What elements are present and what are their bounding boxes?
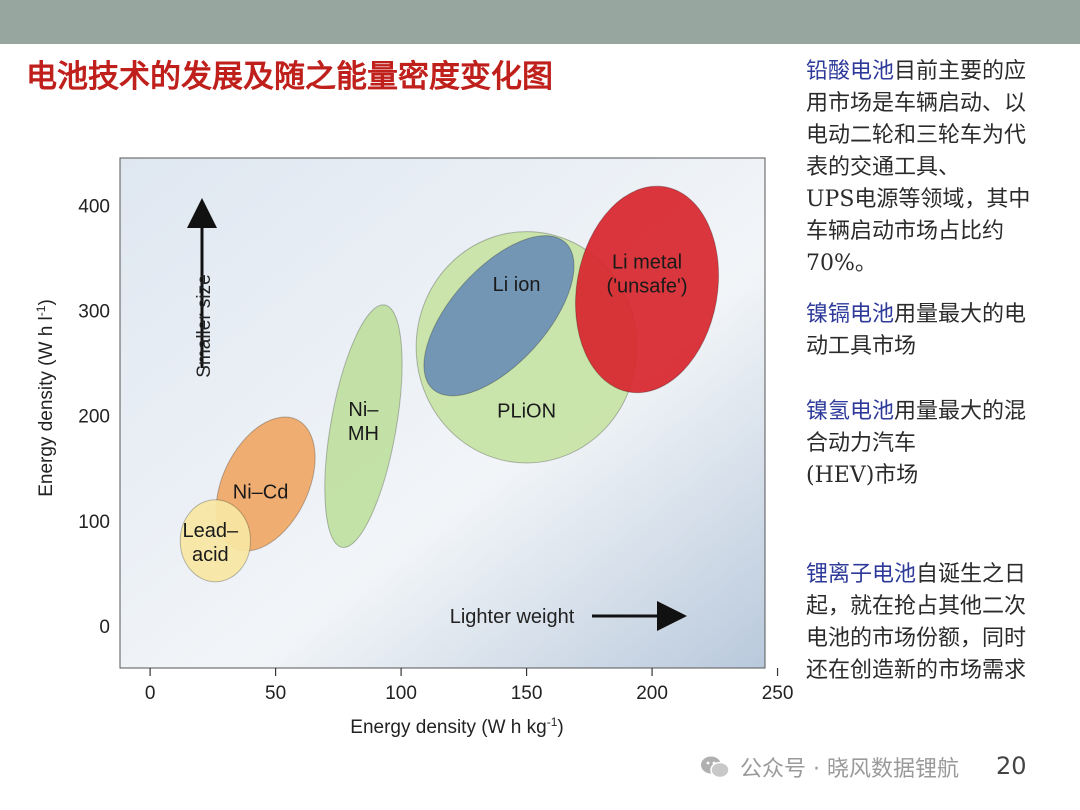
paragraph-line: UPS电源等领域，其中 — [806, 187, 1031, 212]
region-lead — [179, 499, 252, 583]
region-li-ion — [423, 235, 575, 397]
li-ion-highlight: 锂离子电池 — [806, 562, 917, 587]
lighter-weight-label: Lighter weight — [450, 606, 575, 628]
region-label-li-metal: ('unsafe') — [607, 276, 688, 298]
x-tick-label: 200 — [636, 683, 668, 704]
paragraph-line: 车辆启动市场占比约 — [806, 219, 1005, 244]
ni-mh-highlight: 镍氢电池 — [806, 399, 895, 424]
paragraph-line: 用量最大的电 — [894, 302, 1027, 327]
region-label-li-metal: Li metal — [612, 252, 682, 274]
region-label-lead: acid — [192, 544, 229, 566]
lead-acid-paragraph: 铅酸电池目前主要的应 用市场是车辆启动、以 电动二轮和三轮车为代 表的交通工具、… — [806, 56, 1030, 280]
li-ion-paragraph: 锂离子电池自诞生之日 起，就在抢占其他二次 电池的市场份额，同时 还在创造新的市… — [806, 559, 1026, 687]
x-tick-label: 250 — [762, 683, 794, 704]
smaller-size-label: Smaller size — [194, 274, 215, 377]
paragraph-line: 起，就在抢占其他二次 — [806, 594, 1027, 619]
lead-acid-highlight: 铅酸电池 — [806, 59, 895, 84]
paragraph-line: 用量最大的混 — [894, 399, 1027, 424]
paragraph-line: 动工具市场 — [806, 334, 917, 359]
paragraph-line: 目前主要的应 — [894, 59, 1027, 84]
paragraph-line: 表的交通工具、 — [806, 155, 961, 180]
region-label-li-ion: Li ion — [493, 274, 541, 296]
x-tick-label: 0 — [145, 683, 156, 704]
paragraph-line: 还在创造新的市场需求 — [806, 658, 1027, 683]
y-tick-label: 0 — [99, 617, 110, 638]
ni-cd-paragraph: 镍镉电池用量最大的电 动工具市场 — [806, 299, 1026, 363]
x-tick-label: 150 — [511, 683, 543, 704]
region-label-lead: Lead– — [183, 520, 239, 542]
paragraph-line: 自诞生之日 — [916, 562, 1027, 587]
y-tick-label: 100 — [78, 512, 110, 533]
top-bar — [0, 0, 1080, 44]
paragraph-line: 合动力汽车 — [806, 431, 917, 456]
x-tick-label: 50 — [265, 683, 286, 704]
region-label-plion: PLiON — [497, 400, 556, 422]
paragraph-line: 电动二轮和三轮车为代 — [806, 123, 1027, 148]
y-tick-label: 400 — [78, 196, 110, 217]
y-tick-label: 200 — [78, 407, 110, 428]
x-tick-label: 100 — [385, 683, 417, 704]
region-label-ni-cd: Ni–Cd — [233, 481, 289, 503]
footer-watermark: 公众号 · 晓风数据锂航 — [700, 750, 959, 784]
region-ni — [324, 304, 403, 548]
x-axis-label: Energy density (W h kg-1) — [350, 715, 563, 738]
footer-text: 公众号 · 晓风数据锂航 — [740, 757, 959, 782]
paragraph-line: 70%。 — [806, 251, 877, 276]
paragraph-line: 用市场是车辆启动、以 — [806, 91, 1027, 116]
y-axis-label: Energy density (W h l-1) — [34, 299, 57, 497]
wechat-icon — [701, 756, 730, 779]
region-label-ni: Ni– — [348, 399, 379, 421]
slide-number: 20 — [996, 752, 1027, 780]
ni-mh-paragraph: 镍氢电池用量最大的混 合动力汽车 (HEV)市场 — [806, 396, 1026, 492]
chart-svg: PLiON Li ion Li metal('unsafe') Ni–MH Ni–CdL… — [34, 157, 794, 738]
region-li-metal — [575, 185, 720, 394]
paragraph-line: 电池的市场份额，同时 — [806, 626, 1027, 651]
paragraph-line: (HEV)市场 — [806, 463, 919, 488]
ni-cd-highlight: 镍镉电池 — [806, 302, 895, 327]
y-tick-label: 300 — [78, 301, 110, 322]
slide-title: 电池技术的发展及随之能量密度变化图 — [26, 59, 553, 95]
region-label-ni: MH — [348, 423, 379, 445]
